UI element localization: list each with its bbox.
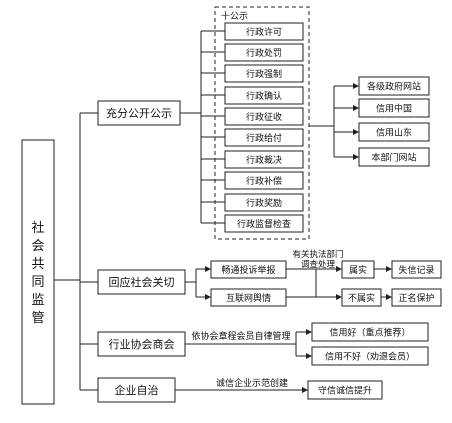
root-char: 社 (31, 220, 44, 236)
public-item: 行政给付 (246, 132, 282, 144)
branch-public-label: 充分公开公示 (106, 106, 172, 120)
enterprise-details: 诚信企业示范创建 守信诚信提升 (216, 377, 383, 400)
platforms: 各级政府网站 信用中国 信用山东 本部门网站 (358, 76, 430, 167)
public-item: 行政许可 (246, 26, 282, 38)
root-char: 会 (31, 239, 44, 254)
industry-details: 依协会章程会员自律管理 信用好（重点推荐） 信用不好（劝退会员） (191, 322, 429, 366)
branch-public: 充分公开公示 (97, 100, 181, 126)
public-item: 行政强制 (246, 68, 282, 80)
root-char: 共 (31, 257, 44, 272)
root-char: 监 (31, 293, 44, 308)
branch-enterprise: 企业自治 (97, 377, 176, 403)
correct-node: 正名保护 (398, 292, 434, 304)
root-node: 社 会 共 同 监 管 (21, 139, 55, 405)
enterprise-edge-label: 诚信企业示范创建 (216, 377, 288, 389)
branch-industry-label: 行业协会商会 (109, 337, 175, 351)
public-group: 十公示 行政许可 行政处罚 行政强制 行政确认 行政征收 行政给付 行政裁决 行… (214, 6, 310, 240)
credit-improve-node: 守信诚信提升 (318, 385, 372, 397)
respond-details: 畅通投诉举报 互联网舆情 有关执法部门 调查处理 属实 不属实 失信记录 正名保… (210, 249, 442, 307)
public-item: 行政奖励 (246, 197, 282, 209)
true-node: 属实 (349, 264, 367, 276)
complaint-node: 畅通投诉举报 (221, 264, 275, 276)
internet-node: 互联网舆情 (226, 292, 271, 304)
bad-credit-node: 信用不好（劝退会员） (325, 351, 415, 363)
public-item: 行政裁决 (246, 154, 282, 166)
root-char: 管 (31, 311, 44, 326)
branch-industry: 行业协会商会 (97, 331, 186, 357)
investigate-label: 有关执法部门 (292, 249, 343, 260)
platform-item: 各级政府网站 (367, 81, 421, 93)
not-true-node: 不属实 (348, 292, 375, 304)
public-item: 行政征收 (246, 111, 282, 123)
root-char: 同 (31, 275, 44, 290)
branch-respond: 回应社会关切 (97, 269, 186, 295)
branch-enterprise-label: 企业自治 (115, 383, 159, 397)
platform-item: 本部门网站 (371, 152, 416, 164)
industry-edge-label: 依协会章程会员自律管理 (191, 330, 290, 342)
public-item: 行政监督检查 (237, 218, 291, 230)
public-item: 行政补偿 (246, 175, 282, 187)
platform-item: 信用中国 (376, 103, 412, 115)
good-credit-node: 信用好（重点推荐） (329, 327, 410, 339)
public-group-title: 十公示 (221, 10, 248, 22)
branch-respond-label: 回应社会关切 (109, 275, 175, 289)
punish-node: 失信记录 (398, 264, 434, 276)
public-item: 行政处罚 (246, 47, 282, 59)
connectors (54, 30, 392, 393)
platform-item: 信用山东 (376, 127, 412, 139)
investigate-label: 调查处理 (301, 259, 336, 270)
public-item: 行政确认 (246, 90, 282, 102)
